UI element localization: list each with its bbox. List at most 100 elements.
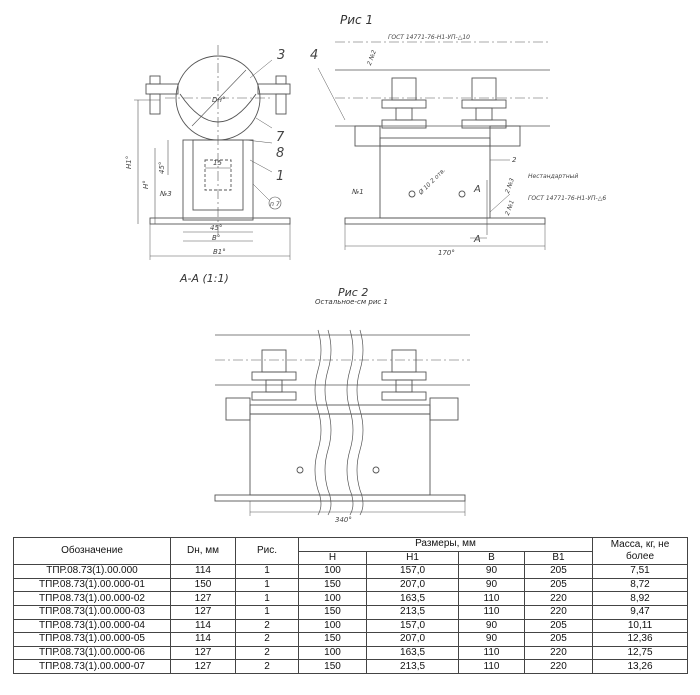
hole-note: Ø 10 2 отв. <box>417 167 447 197</box>
cell-h: 150 <box>297 577 368 593</box>
dim-h1: H1° <box>125 156 133 169</box>
cell-fig: 2 <box>235 618 299 634</box>
cell-h1: 157,0 <box>366 618 460 634</box>
cell-mass: 12,75 <box>592 645 688 661</box>
nonstandard-note: Нестандартный <box>528 173 578 180</box>
fig2-title: Рис 2 <box>338 286 368 299</box>
bolt-assembly-fig2-left <box>261 349 287 373</box>
cell-b: 90 <box>458 564 525 579</box>
cell-code: ТПР.08.73(1).00.000 <box>13 564 171 579</box>
cell-b: 90 <box>458 632 525 647</box>
gost-note-bottom: ГОСТ 14771-76-Н1-УП-△6 <box>528 195 606 202</box>
specification-table: Обозначение Dн, мм Рис. Размеры, мм Масс… <box>13 536 688 674</box>
cell-code: ТПР.08.73(1).00.000-02 <box>13 591 171 606</box>
callout-3: 3 <box>277 48 285 63</box>
callout-4: 4 <box>310 48 318 63</box>
cell-h: 100 <box>297 618 368 634</box>
cell-code: ТПР.08.73(1).00.000-03 <box>13 604 171 620</box>
callout-8: 8 <box>276 146 284 161</box>
dim-dn: Dн° <box>212 96 225 104</box>
dim-2: 2 <box>512 156 517 164</box>
weld-no3-left: №3 <box>159 190 172 198</box>
cell-code: ТПР.08.73(1).00.000-04 <box>13 618 171 634</box>
cell-dn: 114 <box>170 564 236 579</box>
cell-b: 90 <box>458 577 525 593</box>
header-sizes: Размеры, мм <box>298 537 593 552</box>
header-b: B <box>458 550 525 566</box>
section-mark-a-bottom: А <box>473 234 481 245</box>
weld-no2: 2 №2 <box>366 49 378 66</box>
cell-mass: 8,72 <box>592 577 688 593</box>
fig1-title: Рис 1 <box>340 13 373 27</box>
cell-h1: 207,0 <box>366 632 460 647</box>
cell-fig: 1 <box>235 577 299 593</box>
base-plate-right <box>344 217 546 225</box>
cell-dn: 127 <box>170 659 236 674</box>
cell-b1: 205 <box>523 577 594 593</box>
dim-b1: B1° <box>213 248 226 256</box>
cell-code: ТПР.08.73(1).00.000-05 <box>13 632 171 647</box>
cell-b1: 220 <box>523 645 594 661</box>
cell-b: 110 <box>458 645 525 661</box>
section-label: А-А (1:1) <box>179 272 229 285</box>
cell-b1: 205 <box>523 618 594 634</box>
cell-h1: 163,5 <box>366 645 460 661</box>
gost-note-top: ГОСТ 14771-76-Н1-УП-△10 <box>388 34 470 41</box>
technical-drawing: Рис 1 А-А (1:1) 3 4 7 8 1 Dн° H1° H° 15 … <box>125 13 606 524</box>
cell-mass: 13,26 <box>592 659 688 674</box>
cell-mass: 10,11 <box>592 618 688 634</box>
cell-h1: 163,5 <box>366 591 460 606</box>
header-designation: Обозначение <box>13 536 171 566</box>
cell-b: 90 <box>458 618 525 634</box>
cell-fig: 2 <box>235 645 299 661</box>
dim-h: H° <box>142 180 150 189</box>
cell-b: 110 <box>458 659 525 674</box>
weld-no1-right: 2 №1 <box>504 199 516 216</box>
cell-dn: 127 <box>170 645 236 661</box>
cell-dn: 127 <box>170 591 236 606</box>
header-h: H <box>297 550 368 566</box>
drawing-svg: Рис 1 А-А (1:1) 3 4 7 8 1 Dн° H1° H° 15 … <box>125 13 606 524</box>
cell-h: 150 <box>297 632 368 647</box>
dim-170: 170° <box>438 249 455 257</box>
cell-h1: 207,0 <box>366 577 460 593</box>
bolt-assembly-right <box>471 77 497 101</box>
header-b1: B1 <box>523 550 594 566</box>
support-body-fig2 <box>249 404 431 496</box>
cell-h: 100 <box>297 645 368 661</box>
clamp-flange-left <box>145 83 179 95</box>
cell-mass: 9,47 <box>592 604 688 620</box>
dim-15: 15 <box>213 159 222 167</box>
weld-no1-left: №1 <box>351 188 364 196</box>
dim-b: B° <box>212 234 220 242</box>
cell-code: ТПР.08.73(1).00.000-07 <box>13 659 171 674</box>
cell-h: 100 <box>297 564 368 579</box>
header-dn: Dн, мм <box>170 536 236 566</box>
weld-no3-right: 2 №3 <box>504 177 516 194</box>
cell-b1: 205 <box>523 564 594 579</box>
callout-p7: п 7 <box>270 201 280 208</box>
cell-b1: 220 <box>523 659 594 674</box>
bolt-assembly-left <box>391 77 417 101</box>
cell-fig: 1 <box>235 564 299 579</box>
dim-45-vertical: 45° <box>158 162 166 174</box>
cell-mass: 8,92 <box>592 591 688 606</box>
header-mass: Масса, кг, не более <box>592 536 688 566</box>
cell-h: 100 <box>297 591 368 606</box>
cell-fig: 1 <box>235 604 299 620</box>
cell-h: 150 <box>297 604 368 620</box>
cell-dn: 114 <box>170 618 236 634</box>
cell-dn: 150 <box>170 577 236 593</box>
cell-fig: 2 <box>235 659 299 674</box>
clamp-flange-right <box>257 83 291 95</box>
cell-h1: 213,5 <box>366 604 460 620</box>
cell-mass: 12,36 <box>592 632 688 647</box>
cell-b: 110 <box>458 604 525 620</box>
cell-h: 150 <box>297 659 368 674</box>
